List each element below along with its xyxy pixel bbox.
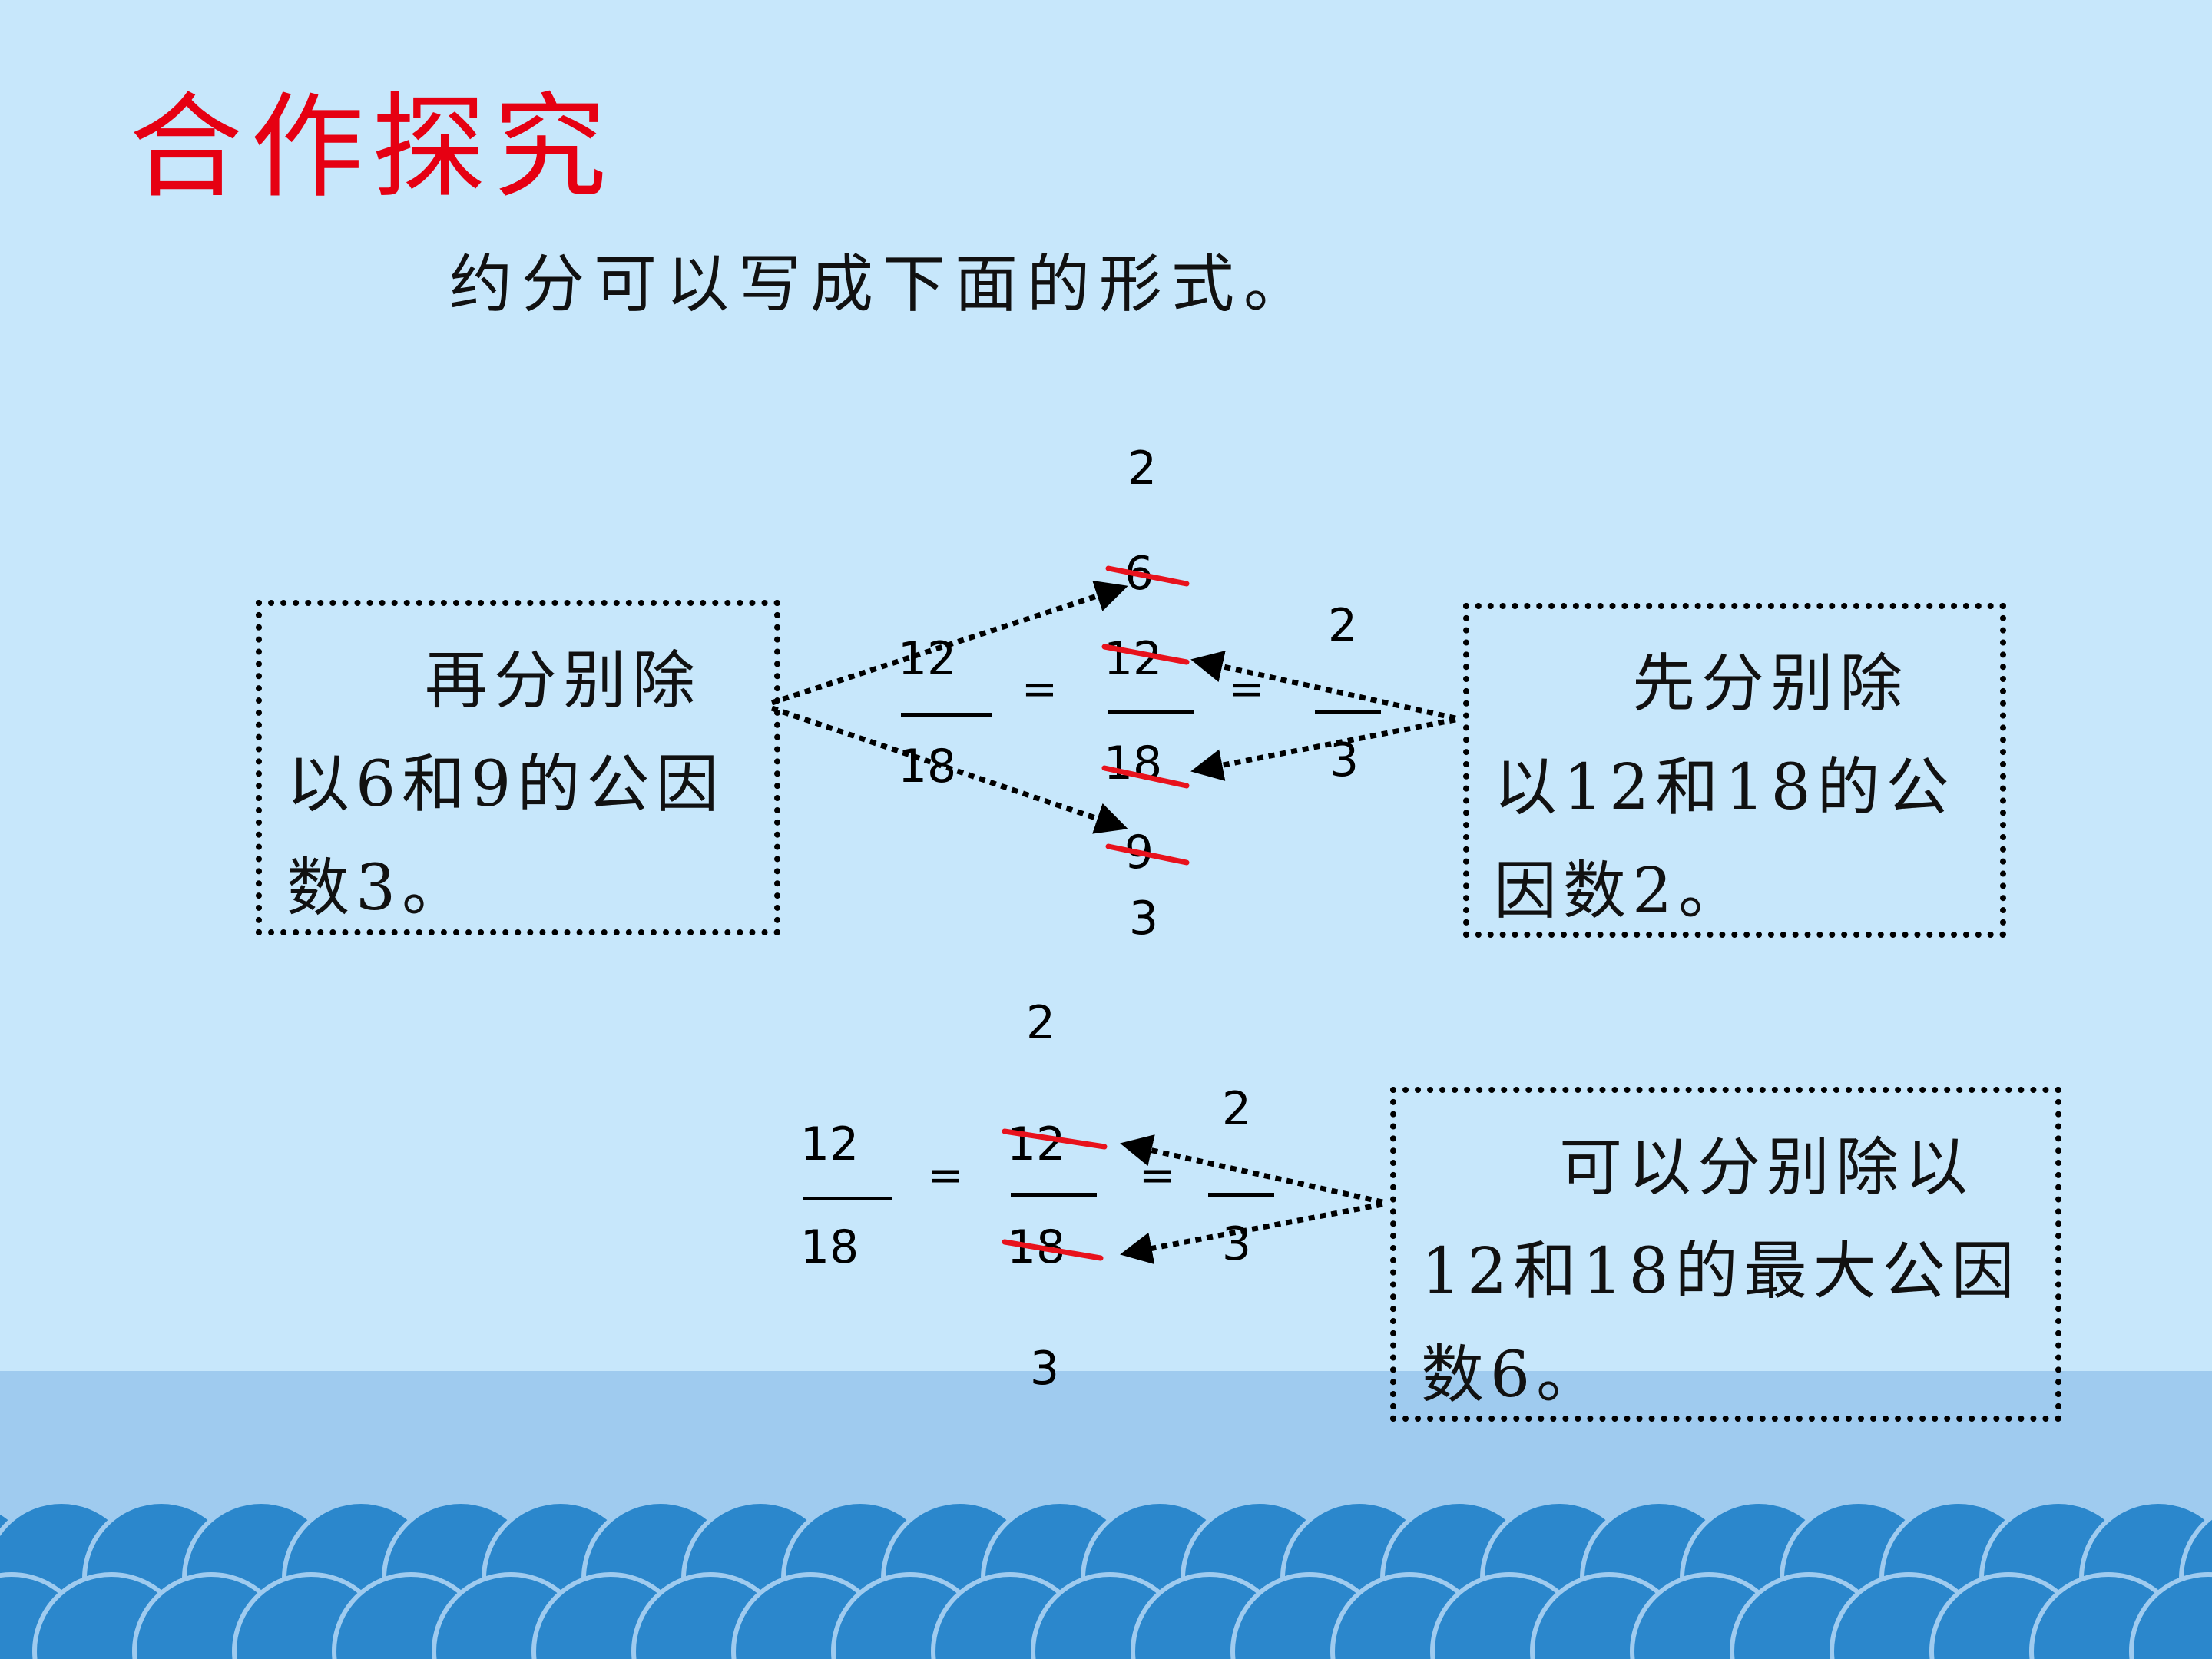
ex2-strike-mid-numerator bbox=[1002, 1128, 1108, 1150]
ex1-arrow-to-numerator bbox=[1190, 651, 1456, 721]
ex1-mid-numerator: 12 bbox=[1103, 632, 1163, 686]
ex1-arrow-to-denominator-quotient bbox=[770, 705, 1128, 834]
ex1-bottom-quotient: 3 bbox=[1128, 892, 1159, 945]
ex2-left-denominator: 18 bbox=[800, 1220, 859, 1274]
ex2-numerator-quotient: 2 bbox=[1025, 996, 1056, 1050]
ex1-strike-mid-numerator bbox=[1101, 644, 1190, 665]
ex2-mid-fraction-bar bbox=[1011, 1193, 1097, 1197]
ex1-strike-mid-denominator bbox=[1101, 765, 1190, 789]
wave-scallop bbox=[2129, 1572, 2212, 1659]
ex2-result-numerator: 2 bbox=[1221, 1082, 1252, 1136]
ex1-arrow-to-denominator bbox=[1190, 717, 1456, 781]
ex1-strike-6 bbox=[1105, 565, 1190, 587]
ex1-arrow-to-numerator-quotient bbox=[770, 580, 1128, 706]
page-title: 合作探究 bbox=[129, 81, 614, 214]
subtitle: 约分可以写成下面的形式。 bbox=[449, 248, 1316, 321]
ex2-left-fraction-bar bbox=[803, 1197, 892, 1200]
ex2-arrow-to-denominator bbox=[1120, 1201, 1383, 1265]
bottom-note-box: 可以分别除以12和18的最大公因数6。 bbox=[1390, 1087, 2061, 1422]
ex1-left-denominator: 18 bbox=[897, 740, 957, 793]
left-note-text: 再分别除以6和9的公因数3。 bbox=[286, 644, 725, 925]
ex2-arrow-to-numerator bbox=[1120, 1134, 1383, 1205]
ex1-strike-9 bbox=[1105, 843, 1190, 866]
right-note-box: 先分别除以12和18的公因数2。 bbox=[1463, 603, 2006, 938]
ex2-left-numerator: 12 bbox=[800, 1118, 859, 1171]
ex1-result-denominator: 3 bbox=[1329, 733, 1359, 787]
ex2-strike-mid-denominator bbox=[1002, 1239, 1104, 1261]
left-note-box: 再分别除以6和9的公因数3。 bbox=[256, 600, 780, 935]
right-note-text: 先分别除以12和18的公因数2。 bbox=[1494, 647, 1955, 928]
ex1-result-fraction-bar bbox=[1315, 710, 1381, 714]
bottom-note-text: 可以分别除以12和18的最大公因数6。 bbox=[1421, 1131, 2021, 1412]
ex2-equals-1: = bbox=[928, 1151, 964, 1200]
ex1-mid-fraction-bar bbox=[1108, 710, 1194, 714]
ex2-result-fraction-bar bbox=[1208, 1193, 1274, 1197]
ex2-mid-numerator: 12 bbox=[1006, 1118, 1066, 1171]
ex1-equals-1: = bbox=[1022, 664, 1058, 714]
ex1-left-fraction-bar bbox=[901, 713, 992, 717]
ex2-denominator-quotient: 3 bbox=[1029, 1342, 1060, 1396]
ex1-result-numerator: 2 bbox=[1327, 599, 1358, 653]
ex1-top-quotient: 2 bbox=[1127, 442, 1157, 495]
